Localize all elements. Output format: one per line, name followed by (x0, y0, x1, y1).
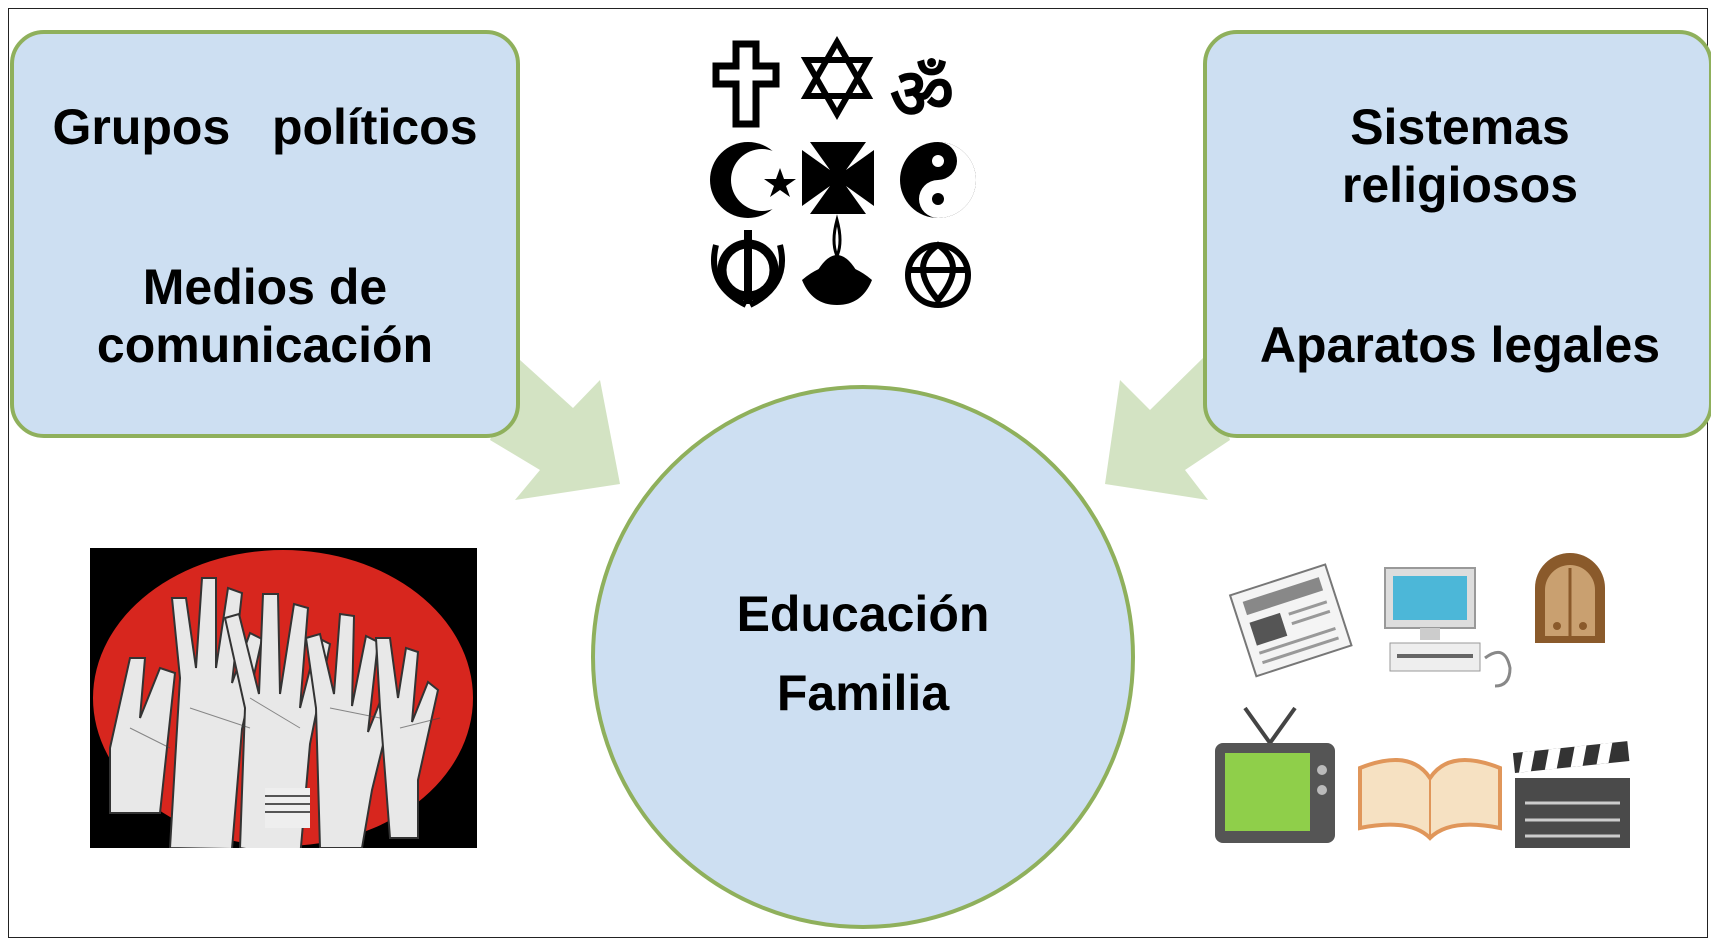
raised-hands-image (90, 548, 477, 848)
right-box (1203, 30, 1711, 438)
right-box-line2: religiosos (1341, 157, 1579, 213)
religious-symbols-icon: ॐ (700, 30, 985, 315)
center-line2: Familia (776, 665, 950, 721)
left-box-line2: Medios de (142, 259, 388, 315)
right-box-line3: Aparatos legales (1259, 317, 1661, 373)
right-arrow (1105, 358, 1230, 500)
right-box-line1: Sistemas (1350, 99, 1570, 155)
left-arrow (490, 360, 620, 500)
left-box-line3: comunicación (96, 317, 434, 373)
center-circle (591, 385, 1135, 929)
media-icons-image (1205, 548, 1645, 903)
left-box-line1: Grupos políticos (52, 99, 478, 155)
left-box (10, 30, 520, 438)
svg-text:ॐ: ॐ (890, 53, 954, 135)
center-line1: Educación (736, 586, 990, 642)
